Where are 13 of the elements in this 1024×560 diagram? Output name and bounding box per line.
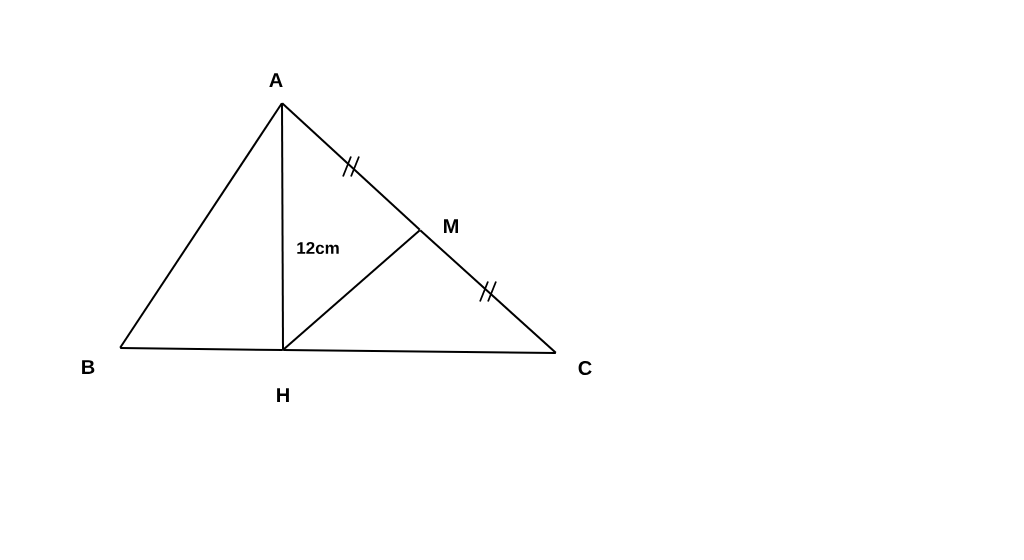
edge-label: 12cm — [295, 241, 341, 255]
line-segment — [281, 102, 284, 351]
vertex-label: C — [578, 360, 592, 376]
line-segment — [119, 347, 284, 351]
vertex-label: B — [82, 360, 95, 374]
vertex-label: A — [269, 73, 283, 87]
line-segment — [419, 229, 557, 354]
vertex-label: M — [444, 219, 458, 233]
line-segment — [281, 102, 421, 231]
line-segment — [119, 102, 283, 349]
line-segment — [282, 349, 557, 354]
vertex-label: H — [277, 388, 289, 402]
line-segment — [282, 229, 421, 351]
